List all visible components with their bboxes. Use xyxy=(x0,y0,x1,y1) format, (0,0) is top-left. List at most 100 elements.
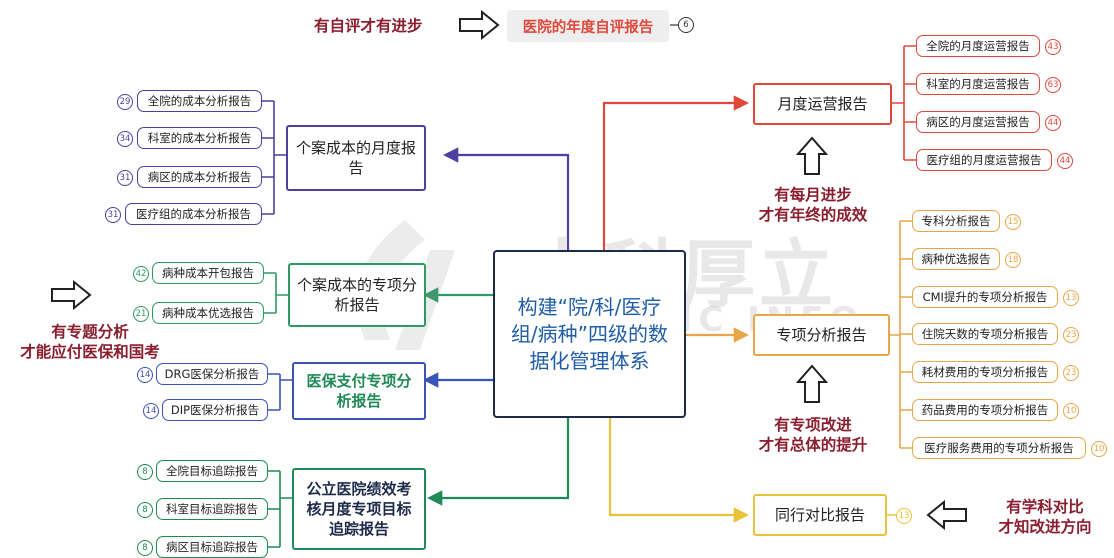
note-line: 有学科对比 xyxy=(1006,498,1084,516)
leaf-hospital-cost[interactable]: 全院的成本分析报告 xyxy=(137,90,262,112)
leaf-disease-cost-optimal[interactable]: 病种成本优选报告 xyxy=(152,302,264,324)
leaf-specialty-analysis[interactable]: 专科分析报告 xyxy=(912,210,1000,232)
annual-self-eval-report[interactable]: 医院的年度自评报告 xyxy=(507,10,669,42)
leaf-drg-report[interactable]: DRG医保分析报告 xyxy=(156,363,268,385)
leaf-label: 专科分析报告 xyxy=(921,214,991,228)
center-node[interactable]: 构建“院/科/医疗组/病种”四级的数据化管理体系 xyxy=(493,250,686,418)
count-badge: 13 xyxy=(1063,290,1079,306)
main-node-label: 专项分析报告 xyxy=(776,326,867,344)
leaf-team-cost[interactable]: 医疗组的成本分析报告 xyxy=(125,203,262,225)
count-badge: 10 xyxy=(1091,441,1107,457)
leaf-label: 住院天数的专项分析报告 xyxy=(921,327,1049,341)
main-node-label: 月度运营报告 xyxy=(777,95,868,113)
note-peer-comparison: 有学科对比 才知改进方向 xyxy=(980,497,1110,537)
note-monthly-progress: 有每月进步 才有年终的成效 xyxy=(728,185,898,225)
note-line: 才能应付医保和国考 xyxy=(20,343,160,361)
up-arrow-icon xyxy=(796,364,828,403)
leaf-hospital-target[interactable]: 全院目标追踪报告 xyxy=(156,460,268,482)
count-badge: 31 xyxy=(117,170,133,186)
leaf-team-operation[interactable]: 医疗组的月度运营报告 xyxy=(916,149,1052,171)
leaf-cmi-analysis[interactable]: CMI提升的专项分析报告 xyxy=(912,286,1058,308)
leaf-consumables-analysis[interactable]: 耗材费用的专项分析报告 xyxy=(912,361,1058,383)
leaf-label: 病种成本开包报告 xyxy=(162,266,254,280)
leaf-label: 药品费用的专项分析报告 xyxy=(921,403,1049,417)
leaf-label: 科室的成本分析报告 xyxy=(147,131,252,145)
note-line: 才有年终的成效 xyxy=(758,206,868,224)
leaf-label: DIP医保分析报告 xyxy=(170,403,260,417)
leaf-label: CMI提升的专项分析报告 xyxy=(922,290,1048,304)
peer-comparison-report[interactable]: 同行对比报告 xyxy=(753,494,887,536)
leaf-label: 科室的月度运营报告 xyxy=(926,77,1030,91)
leaf-label: 全院的月度运营报告 xyxy=(926,39,1030,53)
insurance-payment-report[interactable]: 医保支付专项分析报告 xyxy=(292,362,426,420)
leaf-label: 耗材费用的专项分析报告 xyxy=(921,365,1049,379)
count-badge: 29 xyxy=(117,94,133,110)
leaf-label: 医疗服务费用的专项分析报告 xyxy=(924,441,1074,455)
right-arrow-icon xyxy=(459,10,500,40)
count-badge: 63 xyxy=(1045,77,1061,93)
right-arrow-icon xyxy=(51,280,92,310)
annual-self-eval-report-label: 医院的年度自评报告 xyxy=(522,19,654,36)
note-line: 有专项改进 xyxy=(774,416,852,434)
performance-target-report[interactable]: 公立医院绩效考核月度专项目标追踪报告 xyxy=(292,468,426,550)
leaf-label: 病区的成本分析报告 xyxy=(147,170,252,184)
main-node-label: 个案成本的月度报告 xyxy=(295,139,416,177)
count-badge: 42 xyxy=(133,266,149,282)
note-special-improvement: 有专项改进 才有总体的提升 xyxy=(738,415,888,455)
main-node-label: 公立医院绩效考核月度专项目标追踪报告 xyxy=(306,480,412,538)
leaf-label: DRG医保分析报告 xyxy=(164,367,260,381)
count-badge: 31 xyxy=(105,207,121,223)
leaf-label: 病区目标追踪报告 xyxy=(166,540,258,554)
count-badge: 15 xyxy=(1005,214,1021,230)
count-badge: 14 xyxy=(143,403,159,419)
leaf-hospital-operation[interactable]: 全院的月度运营报告 xyxy=(916,35,1040,57)
leaf-label: 全院目标追踪报告 xyxy=(166,464,258,478)
leaf-label: 全院的成本分析报告 xyxy=(147,94,252,108)
count-badge: 8 xyxy=(137,540,153,556)
count-badge: 23 xyxy=(1063,365,1079,381)
leaf-label: 医疗组的月度运营报告 xyxy=(926,153,1042,167)
leaf-ward-target[interactable]: 病区目标追踪报告 xyxy=(156,536,268,558)
leaf-label: 医疗组的成本分析报告 xyxy=(136,207,251,221)
main-node-label: 个案成本的专项分析报告 xyxy=(296,276,417,314)
leaf-ward-operation[interactable]: 病区的月度运营报告 xyxy=(916,111,1040,133)
leaf-dept-cost[interactable]: 科室的成本分析报告 xyxy=(137,127,262,149)
count-badge: 8 xyxy=(137,464,153,480)
top-slogan: 有自评才有进步 xyxy=(314,17,423,35)
leaf-label: 科室目标追踪报告 xyxy=(166,502,258,516)
leaf-dept-target[interactable]: 科室目标追踪报告 xyxy=(156,498,268,520)
count-badge: 34 xyxy=(117,131,133,147)
note-line: 才有总体的提升 xyxy=(758,436,868,454)
leaf-dip-report[interactable]: DIP医保分析报告 xyxy=(162,399,268,421)
leaf-label: 病区的月度运营报告 xyxy=(926,115,1030,129)
leaf-disease-cost-breakdown[interactable]: 病种成本开包报告 xyxy=(152,262,264,284)
count-badge: 44 xyxy=(1057,153,1073,169)
count-badge: 14 xyxy=(137,367,153,383)
leaf-drug-analysis[interactable]: 药品费用的专项分析报告 xyxy=(912,399,1058,421)
count-badge: 13 xyxy=(896,508,912,524)
special-case-cost-report[interactable]: 个案成本的专项分析报告 xyxy=(288,263,426,327)
count-badge: 44 xyxy=(1045,115,1061,131)
leaf-label: 病种成本优选报告 xyxy=(162,306,254,320)
count-badge: 23 xyxy=(1063,327,1079,343)
leaf-ward-cost[interactable]: 病区的成本分析报告 xyxy=(137,166,262,188)
monthly-case-cost-report[interactable]: 个案成本的月度报告 xyxy=(286,125,426,191)
up-arrow-icon xyxy=(796,136,828,175)
left-arrow-icon xyxy=(926,500,967,530)
monthly-operation-report[interactable]: 月度运营报告 xyxy=(753,83,892,125)
leaf-los-analysis[interactable]: 住院天数的专项分析报告 xyxy=(912,323,1058,345)
leaf-medical-service-analysis[interactable]: 医疗服务费用的专项分析报告 xyxy=(912,437,1086,459)
leaf-label: 病种优选报告 xyxy=(921,252,991,266)
note-special-analysis: 有专题分析 才能应付医保和国考 xyxy=(0,322,180,362)
center-node-label: 构建“院/科/医疗组/病种”四级的数据化管理体系 xyxy=(510,294,669,373)
count-badge: 43 xyxy=(1045,39,1061,55)
count-badge: 18 xyxy=(1005,252,1021,268)
count-badge: 6 xyxy=(678,17,694,33)
leaf-disease-optimal[interactable]: 病种优选报告 xyxy=(912,248,1000,270)
count-badge: 21 xyxy=(133,306,149,322)
leaf-dept-operation[interactable]: 科室的月度运营报告 xyxy=(916,73,1040,95)
special-analysis-report[interactable]: 专项分析报告 xyxy=(753,314,890,356)
main-node-label: 同行对比报告 xyxy=(774,506,865,524)
